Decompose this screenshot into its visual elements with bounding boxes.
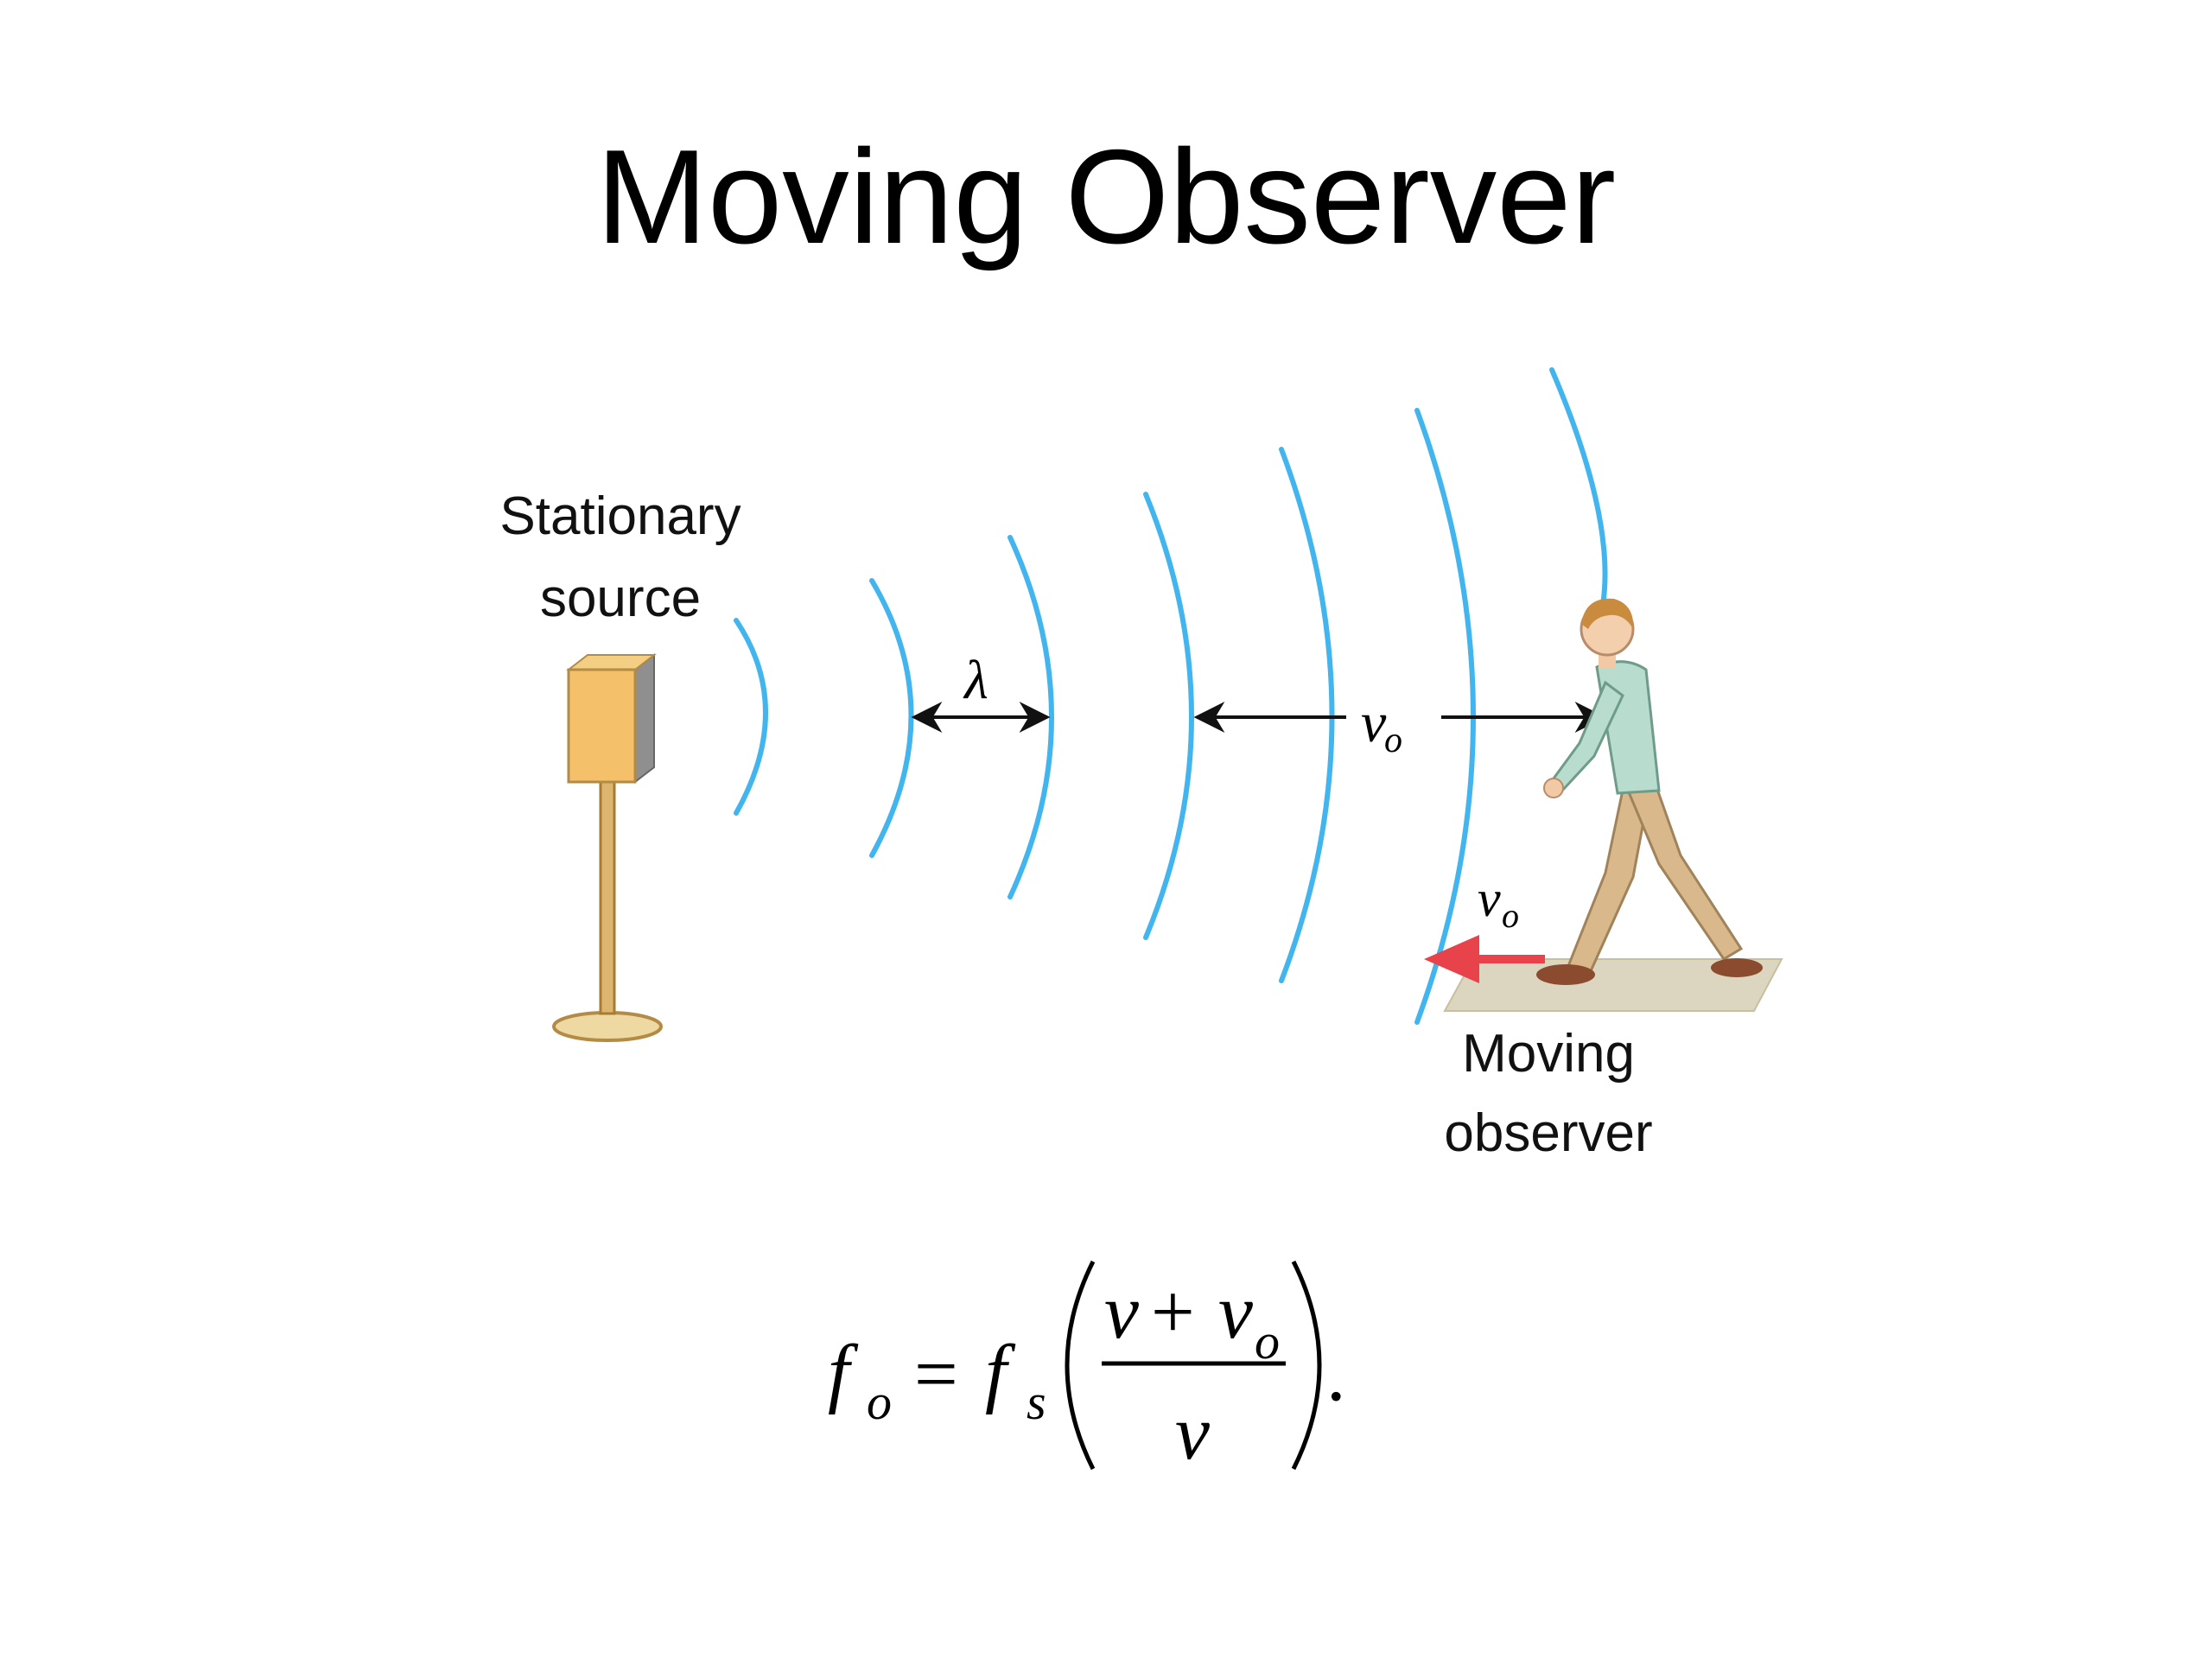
observer-back-shoe: [1536, 964, 1595, 985]
doppler-formula: f o = f s v + v o v .: [828, 1260, 1346, 1476]
formula-fs: f: [985, 1330, 1016, 1415]
speaker-pole: [599, 780, 616, 1015]
speaker-box: [567, 668, 637, 784]
wavefront-2: [869, 578, 914, 858]
wavefront-3: [1007, 535, 1054, 899]
wavelength-symbol: λ: [963, 649, 988, 710]
formula-right-paren: [1291, 1260, 1322, 1471]
formula-num-vo-sub: o: [1255, 1313, 1280, 1370]
source-label-line2: source: [540, 569, 701, 628]
wavefront-1: [734, 618, 768, 816]
formula-plus: +: [1151, 1269, 1195, 1355]
observer-front-shoe: [1711, 958, 1763, 977]
observer-label-line2: observer: [1444, 1103, 1652, 1163]
formula-den-v: v: [1175, 1390, 1210, 1476]
observer-label-line1: Moving: [1462, 1024, 1635, 1084]
wavefront-4: [1143, 492, 1194, 940]
wavefront-7: [1549, 367, 1608, 607]
speed-label-main: v: [1361, 691, 1387, 754]
formula-fs-sub: s: [1027, 1374, 1046, 1430]
slide-title: Moving Observer: [595, 122, 1617, 271]
formula-period: .: [1326, 1332, 1346, 1417]
source-label-line1: Stationary: [499, 486, 741, 546]
formula-left-paren: [1065, 1260, 1096, 1471]
formula-num-v: v: [1104, 1269, 1139, 1355]
speaker-side: [634, 652, 655, 785]
observer-hair: [1581, 598, 1634, 629]
formula-equals: =: [914, 1332, 958, 1417]
speaker: [552, 652, 663, 1042]
ground-patch: [1443, 958, 1783, 1012]
observer-velocity-label-sub: o: [1502, 896, 1519, 935]
observer-velocity-label-main: v: [1478, 870, 1501, 927]
observer-person: [1536, 598, 1763, 985]
observer-back-leg: [1567, 779, 1648, 975]
formula-num-vo: v: [1218, 1269, 1253, 1355]
formula-lhs: f: [828, 1330, 859, 1415]
observer-velocity-arrow: [1424, 935, 1545, 983]
observer-front-leg: [1622, 780, 1744, 962]
wavefronts: [734, 367, 1608, 1025]
formula-lhs-sub: o: [867, 1374, 892, 1430]
speed-label-sub: o: [1384, 721, 1402, 760]
speaker-base: [552, 1011, 663, 1042]
observer-hand: [1543, 778, 1564, 798]
wavefront-5: [1279, 447, 1335, 983]
observer-velocity-arrow-head: [1424, 935, 1479, 983]
